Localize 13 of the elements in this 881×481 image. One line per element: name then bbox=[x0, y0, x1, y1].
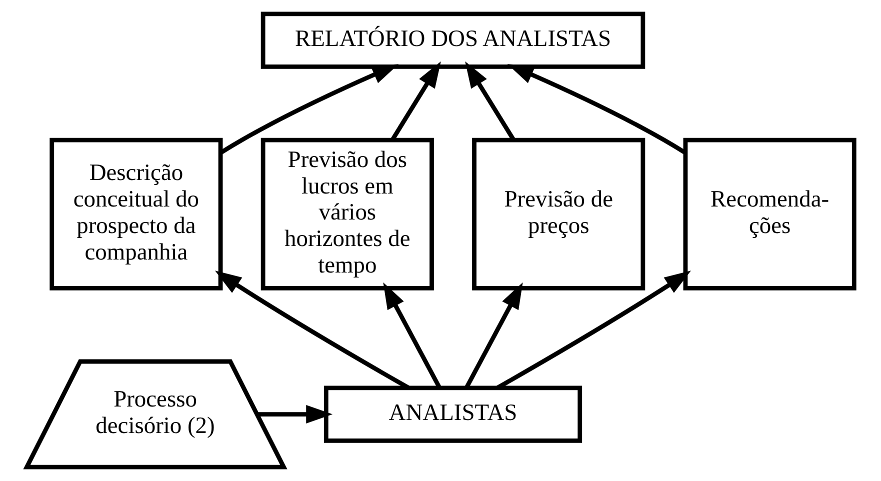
node-box: Previsão dos lucros em vários horizontes de tempo bbox=[260, 138, 434, 290]
node-box: RELATÓRIO DOS ANALISTAS bbox=[260, 12, 646, 69]
arrow bbox=[507, 64, 686, 155]
node-box: ANALISTAS bbox=[324, 386, 582, 443]
arrow bbox=[464, 282, 523, 389]
node-box: Descrição conceitual do prospecto da companhia bbox=[50, 138, 223, 290]
arrow bbox=[383, 282, 442, 389]
node-box: Recomenda- ções bbox=[683, 138, 856, 290]
arrow bbox=[465, 61, 516, 141]
arrow bbox=[257, 405, 333, 424]
node-box: Previsão de preços bbox=[472, 138, 646, 290]
arrow bbox=[390, 61, 441, 141]
arrow bbox=[220, 64, 399, 155]
